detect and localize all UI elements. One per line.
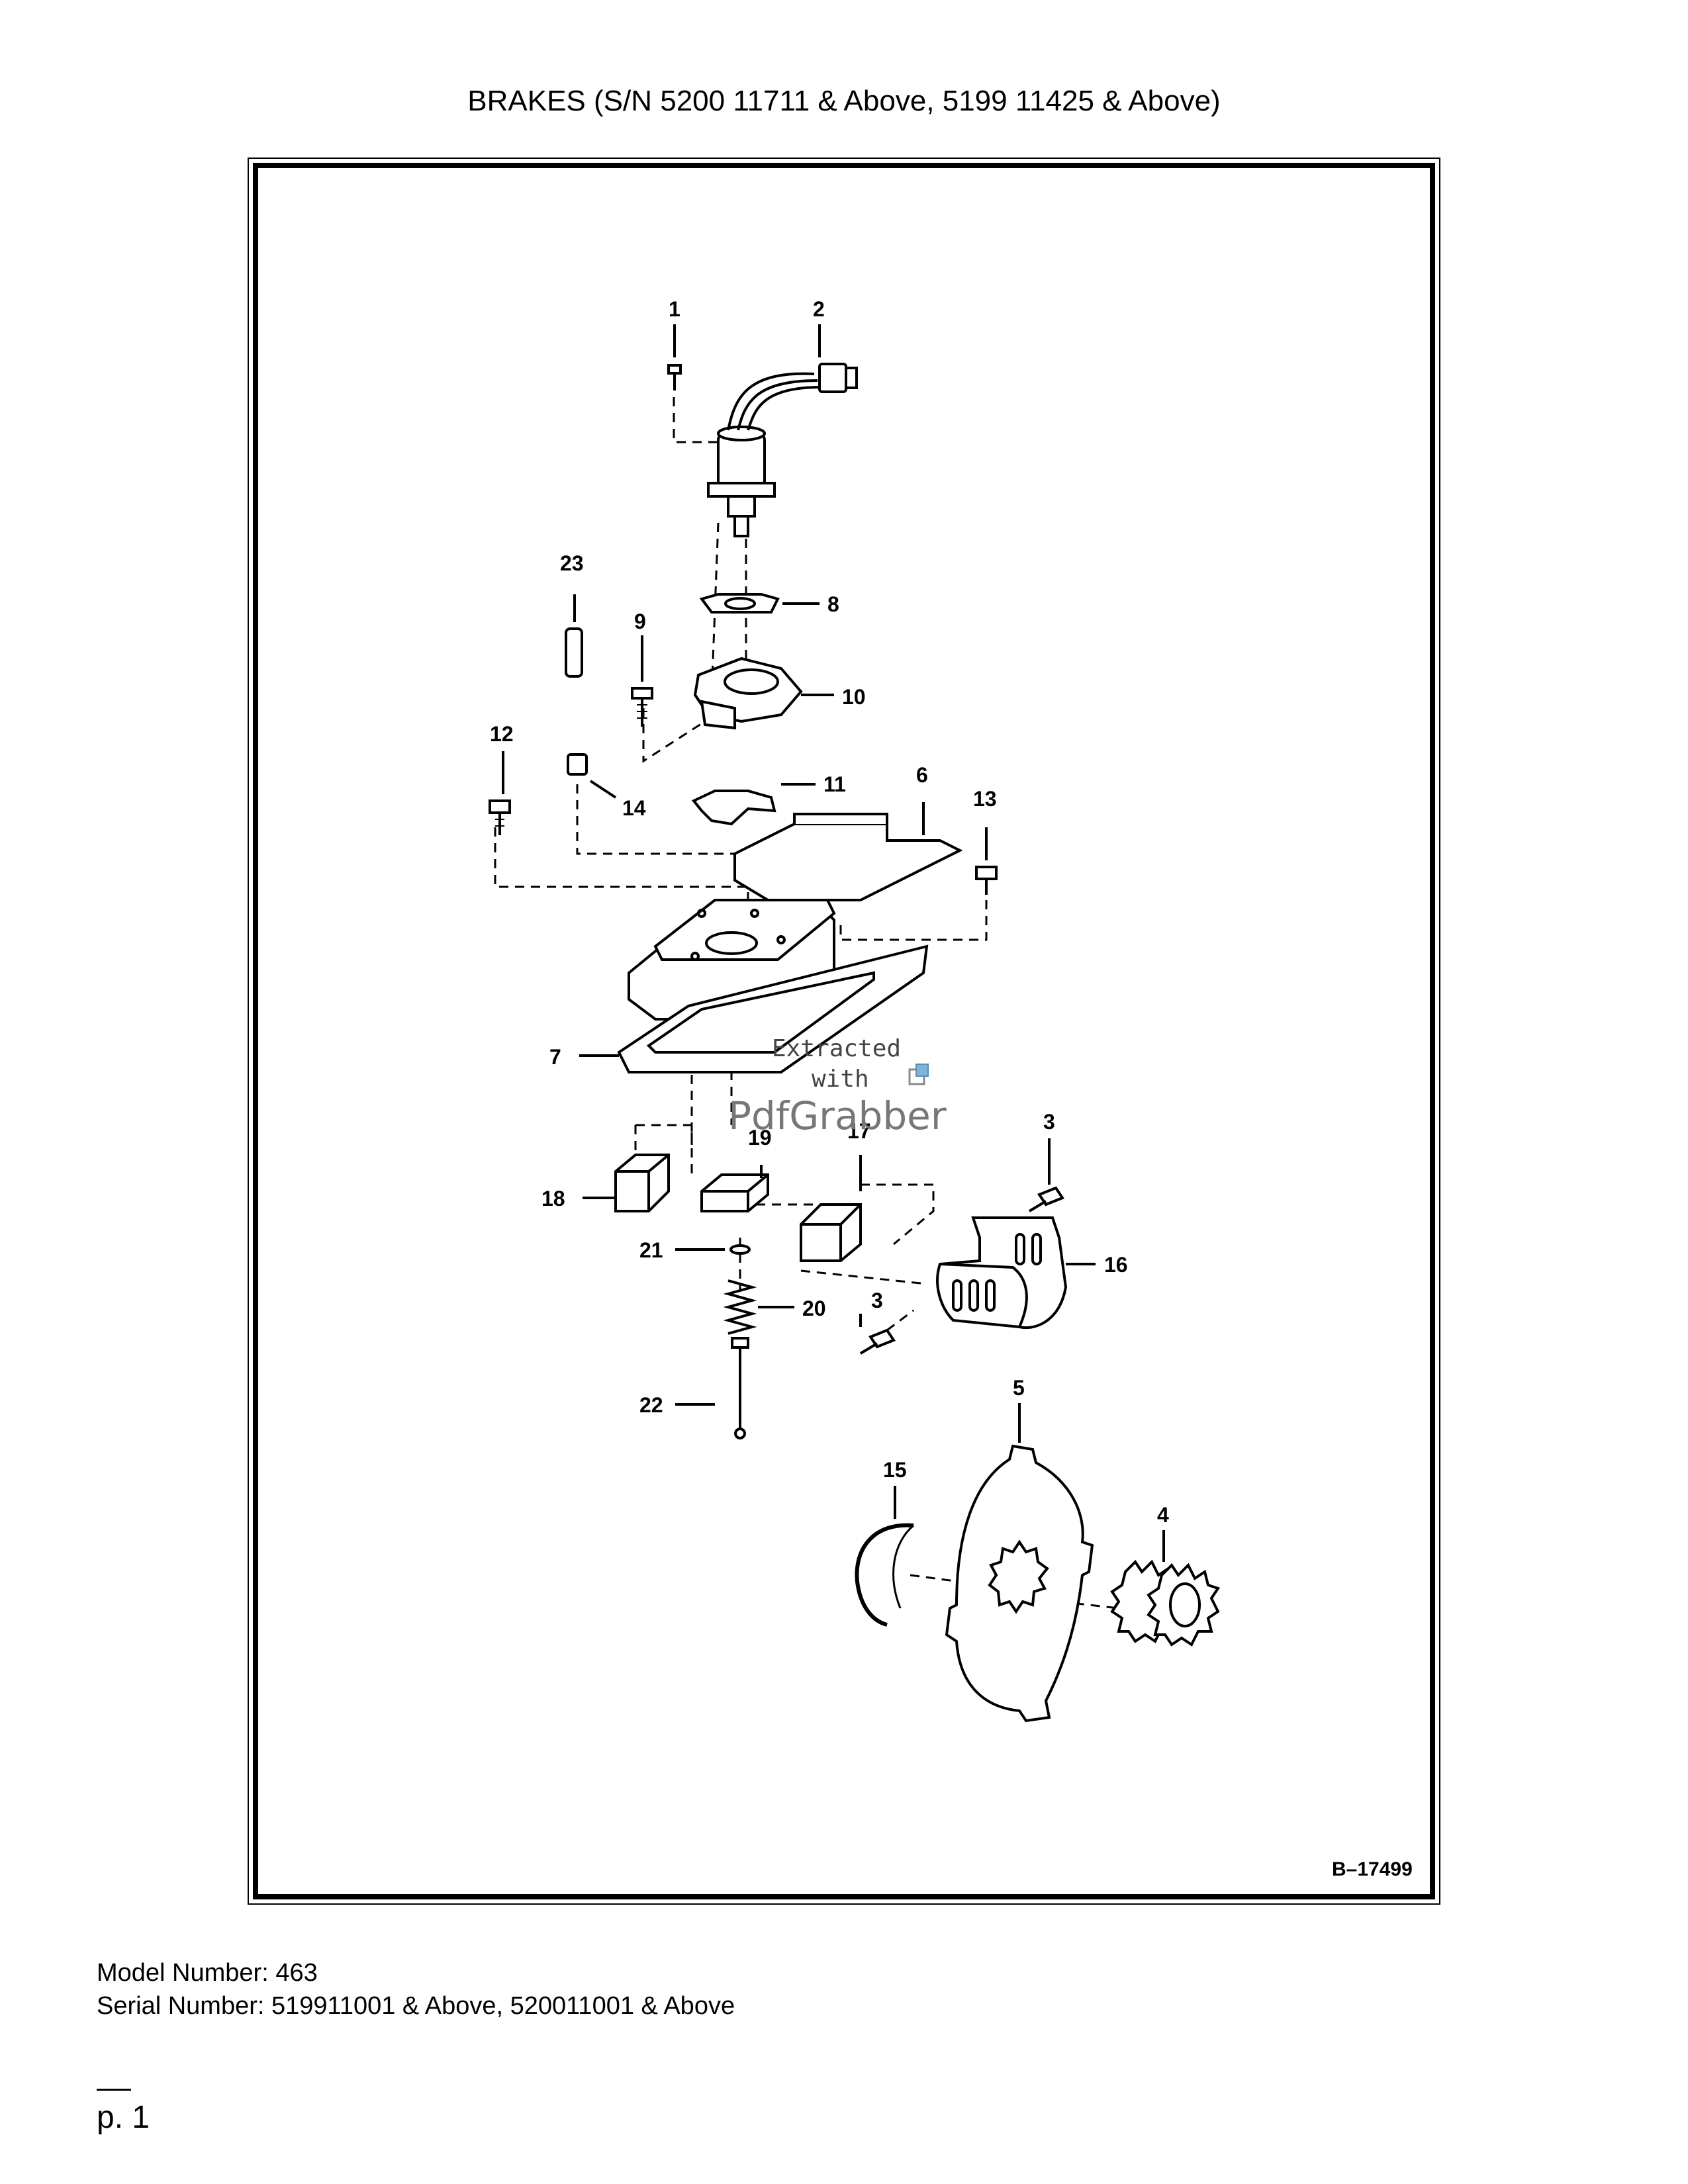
part-5-brake-disc bbox=[945, 1444, 1094, 1723]
callout-13: 13 bbox=[973, 787, 997, 811]
callout-12: 12 bbox=[490, 722, 514, 746]
part-19-lining bbox=[700, 1173, 769, 1212]
part-4-sprocket bbox=[1110, 1559, 1221, 1647]
part-10-valve-body bbox=[693, 657, 803, 730]
callout-6: 6 bbox=[916, 763, 928, 787]
part-14-plug bbox=[567, 753, 588, 776]
part-20-spring bbox=[723, 1279, 757, 1335]
part-2-solenoid bbox=[707, 363, 858, 537]
part-3-bolt-upper bbox=[1028, 1186, 1065, 1212]
part-3-bolt-lower bbox=[859, 1328, 896, 1355]
part-11-gasket bbox=[691, 790, 776, 826]
watermark-line-1: Extracted bbox=[772, 1035, 901, 1062]
part-1-bolt bbox=[667, 364, 682, 390]
watermark-line-3: PdfGrabber bbox=[728, 1093, 947, 1138]
callout-2: 2 bbox=[813, 297, 825, 321]
figure-id: B–17499 bbox=[1332, 1858, 1413, 1880]
part-15-snap-ring bbox=[855, 1523, 914, 1627]
part-17-caliper bbox=[800, 1203, 862, 1262]
part-12-bolt bbox=[489, 799, 511, 835]
callout-14: 14 bbox=[622, 796, 646, 820]
part-23-pin bbox=[565, 627, 583, 678]
part-21-washer bbox=[729, 1244, 751, 1255]
callout-15: 15 bbox=[883, 1458, 907, 1482]
part-18-caliper bbox=[614, 1154, 670, 1212]
page-number: p. 1 bbox=[97, 2100, 150, 2135]
callout-10: 10 bbox=[842, 685, 866, 709]
page-title: BRAKES (S/N 5200 11711 & Above, 5199 114… bbox=[467, 85, 1221, 117]
figure-frame bbox=[253, 163, 1435, 1899]
callout-5: 5 bbox=[1013, 1376, 1025, 1400]
callout-3-upper: 3 bbox=[1043, 1110, 1055, 1134]
callout-9: 9 bbox=[634, 610, 646, 633]
part-22-bolt bbox=[731, 1337, 749, 1439]
part-8-gasket bbox=[699, 593, 780, 614]
callout-21: 21 bbox=[639, 1238, 663, 1262]
part-13-bolt bbox=[975, 866, 998, 895]
callout-22: 22 bbox=[639, 1393, 663, 1417]
part-9-bolt bbox=[631, 687, 653, 727]
callout-4: 4 bbox=[1157, 1503, 1169, 1527]
callout-3-lower: 3 bbox=[871, 1289, 883, 1312]
watermark: Extracted with PdfGrabber bbox=[728, 1035, 947, 1138]
callout-18: 18 bbox=[541, 1187, 565, 1210]
figure-frame-outer bbox=[248, 158, 1440, 1905]
part-6-bracket bbox=[733, 813, 963, 901]
callout-20: 20 bbox=[802, 1297, 826, 1320]
callout-1: 1 bbox=[669, 297, 680, 321]
part-16-shield bbox=[936, 1216, 1068, 1330]
callout-16: 16 bbox=[1104, 1253, 1128, 1277]
callout-7: 7 bbox=[549, 1045, 561, 1069]
model-number: Model Number: 463 bbox=[97, 1959, 318, 1987]
serial-number: Serial Number: 519911001 & Above, 520011… bbox=[97, 1992, 735, 2020]
callout-11: 11 bbox=[823, 772, 846, 796]
callout-19: 19 bbox=[748, 1126, 772, 1150]
callout-8: 8 bbox=[827, 592, 839, 616]
callout-17: 17 bbox=[847, 1119, 871, 1143]
watermark-line-2: with bbox=[812, 1066, 869, 1093]
callout-23: 23 bbox=[560, 551, 584, 575]
page-number-rule bbox=[97, 2089, 131, 2091]
